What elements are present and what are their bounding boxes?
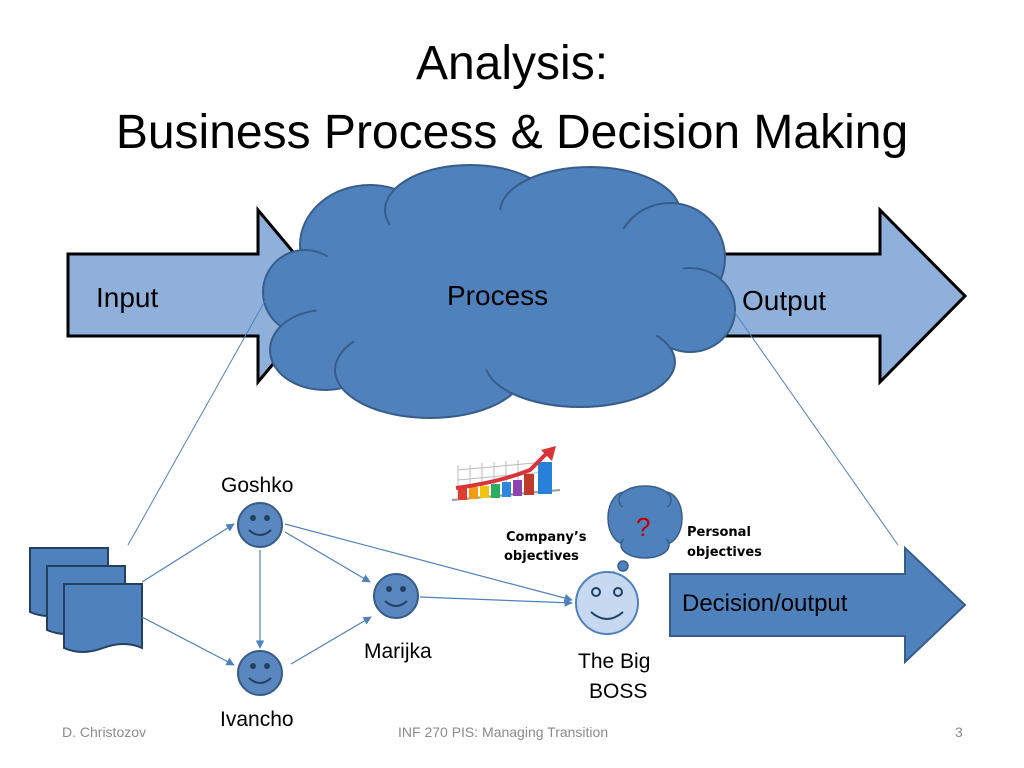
thought-bubble: [607, 485, 683, 579]
company-objectives-line-1: Company’s: [506, 530, 587, 545]
question-mark: ?: [636, 512, 651, 542]
slide-title-line-1: Analysis:: [415, 37, 609, 90]
input-label: Input: [96, 282, 159, 313]
process-label: Process: [447, 280, 549, 311]
goshko-avatar: [237, 502, 283, 548]
ivancho-avatar: [237, 650, 283, 696]
output-label: Output: [742, 285, 827, 316]
process-cloud: [262, 164, 736, 419]
personal-objectives-line-1: Personal: [687, 525, 751, 540]
boss-label-line-1: The Big: [578, 650, 651, 673]
slide-title-line-2: Business Process & Decision Making: [115, 106, 909, 159]
footer-course: INF 270 PIS: Managing Transition: [398, 724, 609, 740]
boss-label-line-2: BOSS: [589, 680, 648, 703]
big-boss-avatar: [575, 571, 639, 635]
ivancho-label: Ivancho: [220, 708, 294, 731]
marijka-label: Marijka: [364, 640, 432, 663]
documents-icon: [29, 547, 143, 653]
decision-output-label: Decision/output: [682, 590, 848, 617]
decision-output-arrow: [669, 545, 967, 665]
company-objectives-line-2: objectives: [504, 549, 579, 564]
goshko-label: Goshko: [221, 474, 294, 497]
personal-objectives-line-2: objectives: [687, 545, 762, 560]
footer-page-number: 3: [955, 724, 963, 740]
growth-chart-icon: [451, 446, 561, 501]
marijka-avatar: [373, 573, 419, 619]
footer-author: D. Christozov: [62, 724, 147, 740]
